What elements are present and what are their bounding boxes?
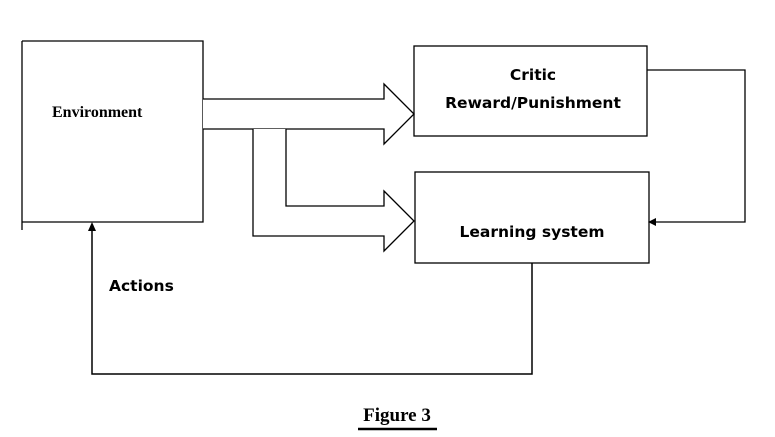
environment-label: Environment: [52, 104, 143, 121]
environment-box: [21, 40, 204, 230]
actions-line: [91, 230, 533, 375]
critic-title: Critic: [510, 66, 556, 84]
actions-arrowhead: [88, 222, 96, 231]
figure-caption: Figure 3: [363, 405, 431, 426]
environment-to-critic-arrow: [203, 82, 415, 146]
learning-system-label: Learning system: [460, 223, 605, 241]
critic-feedback-line: [647, 69, 746, 223]
critic-box: [413, 45, 648, 137]
learning-system-box: [414, 171, 650, 264]
critic-feedback-arrowhead: [648, 218, 656, 226]
environment-to-learning-arrow: [252, 129, 415, 253]
actions-label: Actions: [109, 277, 174, 295]
critic-subtitle: Reward/Punishment: [445, 94, 621, 112]
